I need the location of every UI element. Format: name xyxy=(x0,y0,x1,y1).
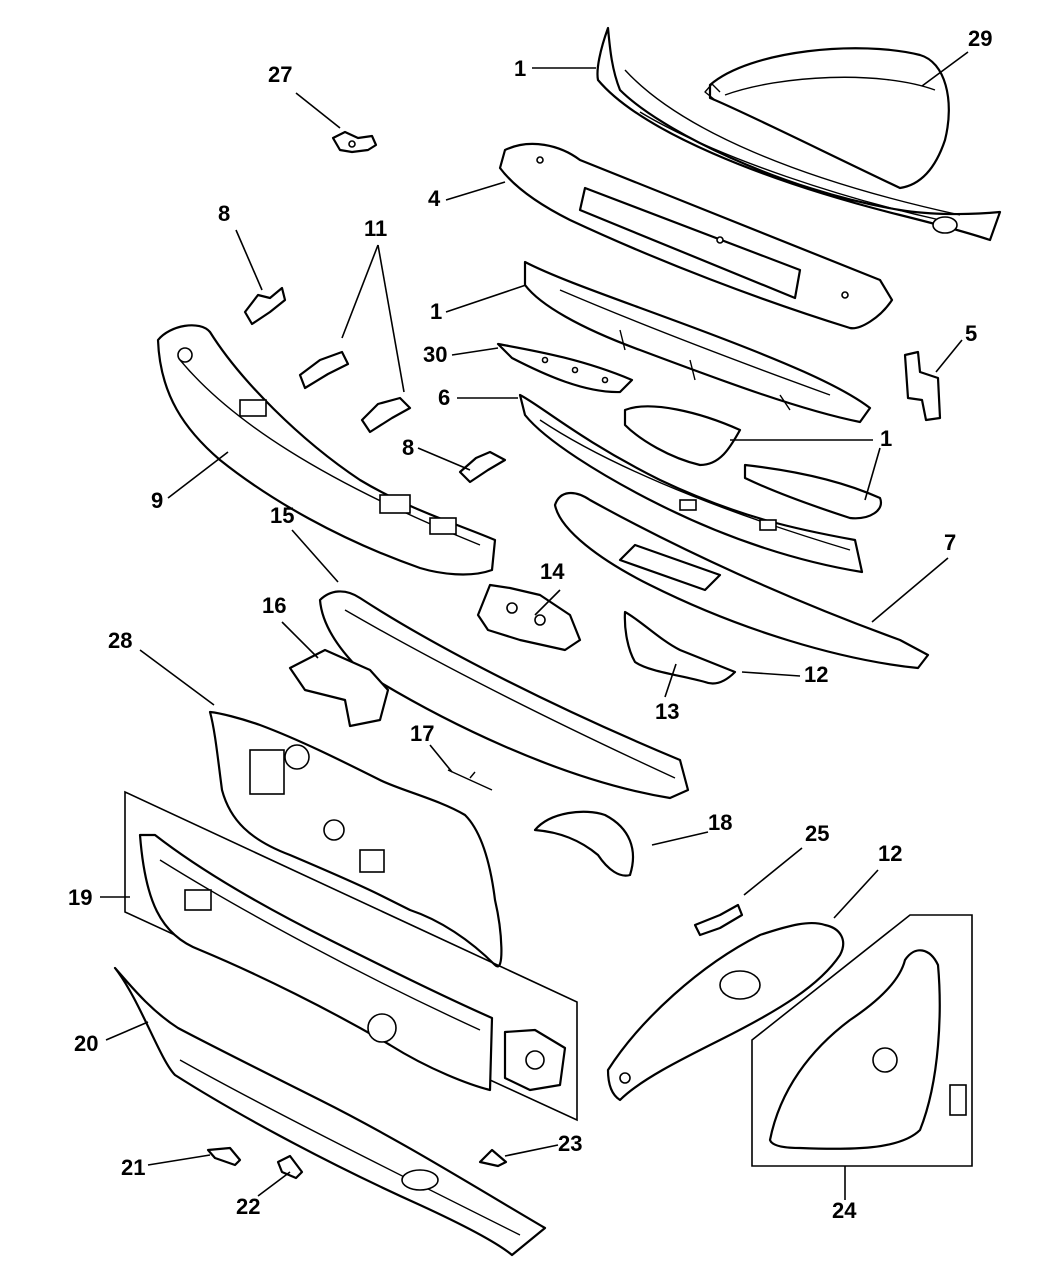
part-11-bracket-a xyxy=(298,350,350,390)
part-12-cowl-side xyxy=(606,921,845,1102)
part-30-bracket xyxy=(496,342,634,394)
callout-24: 24 xyxy=(832,1198,857,1223)
callout-15: 15 xyxy=(270,503,295,528)
part-14-gusset xyxy=(476,583,582,652)
callout-7: 7 xyxy=(944,530,957,555)
part-17-rod xyxy=(447,769,493,791)
callout-4: 4 xyxy=(428,186,441,211)
callout-16: 16 xyxy=(262,593,287,618)
callout-1-top: 1 xyxy=(514,56,527,81)
callout-29: 29 xyxy=(968,26,993,51)
callout-14: 14 xyxy=(540,559,565,584)
part-4-plenum xyxy=(498,142,894,330)
part-1-pads xyxy=(623,405,883,520)
callout-25: 25 xyxy=(805,821,830,846)
part-20-floor-pan xyxy=(113,966,547,1257)
callout-23: 23 xyxy=(558,1131,583,1156)
callout-11: 11 xyxy=(364,216,388,241)
part-24-frame xyxy=(751,914,973,1167)
part-1-seal xyxy=(523,260,872,424)
callout-18: 18 xyxy=(708,810,733,835)
part-1-cowl-panel xyxy=(596,26,1002,242)
callout-12-low: 12 xyxy=(878,841,903,866)
callout-21: 21 xyxy=(121,1155,146,1180)
part-6-crossmember xyxy=(518,393,864,574)
part-11-bracket-b xyxy=(360,396,412,434)
part-9-beam xyxy=(156,324,497,576)
callout-30: 30 xyxy=(423,342,448,367)
callout-20: 20 xyxy=(74,1031,99,1056)
part-24-side-panel xyxy=(768,949,967,1150)
part-5-bracket xyxy=(903,350,942,422)
part-27-clip xyxy=(331,130,378,154)
callout-8-top: 8 xyxy=(218,201,231,226)
part-18-duct xyxy=(533,810,635,877)
part-16-box-bracket xyxy=(288,648,390,728)
part-22-clip xyxy=(276,1154,304,1180)
part-28-silencer xyxy=(208,710,503,968)
leader-lines xyxy=(100,51,969,1200)
callout-6: 6 xyxy=(438,385,451,410)
part-21-clip xyxy=(206,1146,242,1167)
callout-1-mid: 1 xyxy=(430,299,443,324)
part-12-13-bracket xyxy=(623,610,737,685)
callout-28: 28 xyxy=(108,628,133,653)
callout-12-top: 12 xyxy=(804,662,829,687)
callout-27: 27 xyxy=(268,62,293,87)
callout-19: 19 xyxy=(68,885,93,910)
part-8-bracket-top xyxy=(243,286,287,326)
part-19-dash-panel xyxy=(138,833,567,1092)
callout-13: 13 xyxy=(655,699,680,724)
callout-8-low: 8 xyxy=(402,435,415,460)
callout-5: 5 xyxy=(965,321,978,346)
part-7-cowl-lower xyxy=(553,492,930,670)
callout-17: 17 xyxy=(410,721,435,746)
callout-22: 22 xyxy=(236,1194,261,1219)
part-19-frame xyxy=(124,790,578,1122)
callout-9: 9 xyxy=(151,488,164,513)
part-8-bracket-low xyxy=(458,450,507,484)
part-23-grommet xyxy=(478,1148,508,1168)
part-29-screen xyxy=(704,47,950,190)
callout-1-right: 1 xyxy=(880,426,893,451)
part-25-bracket xyxy=(693,903,744,937)
